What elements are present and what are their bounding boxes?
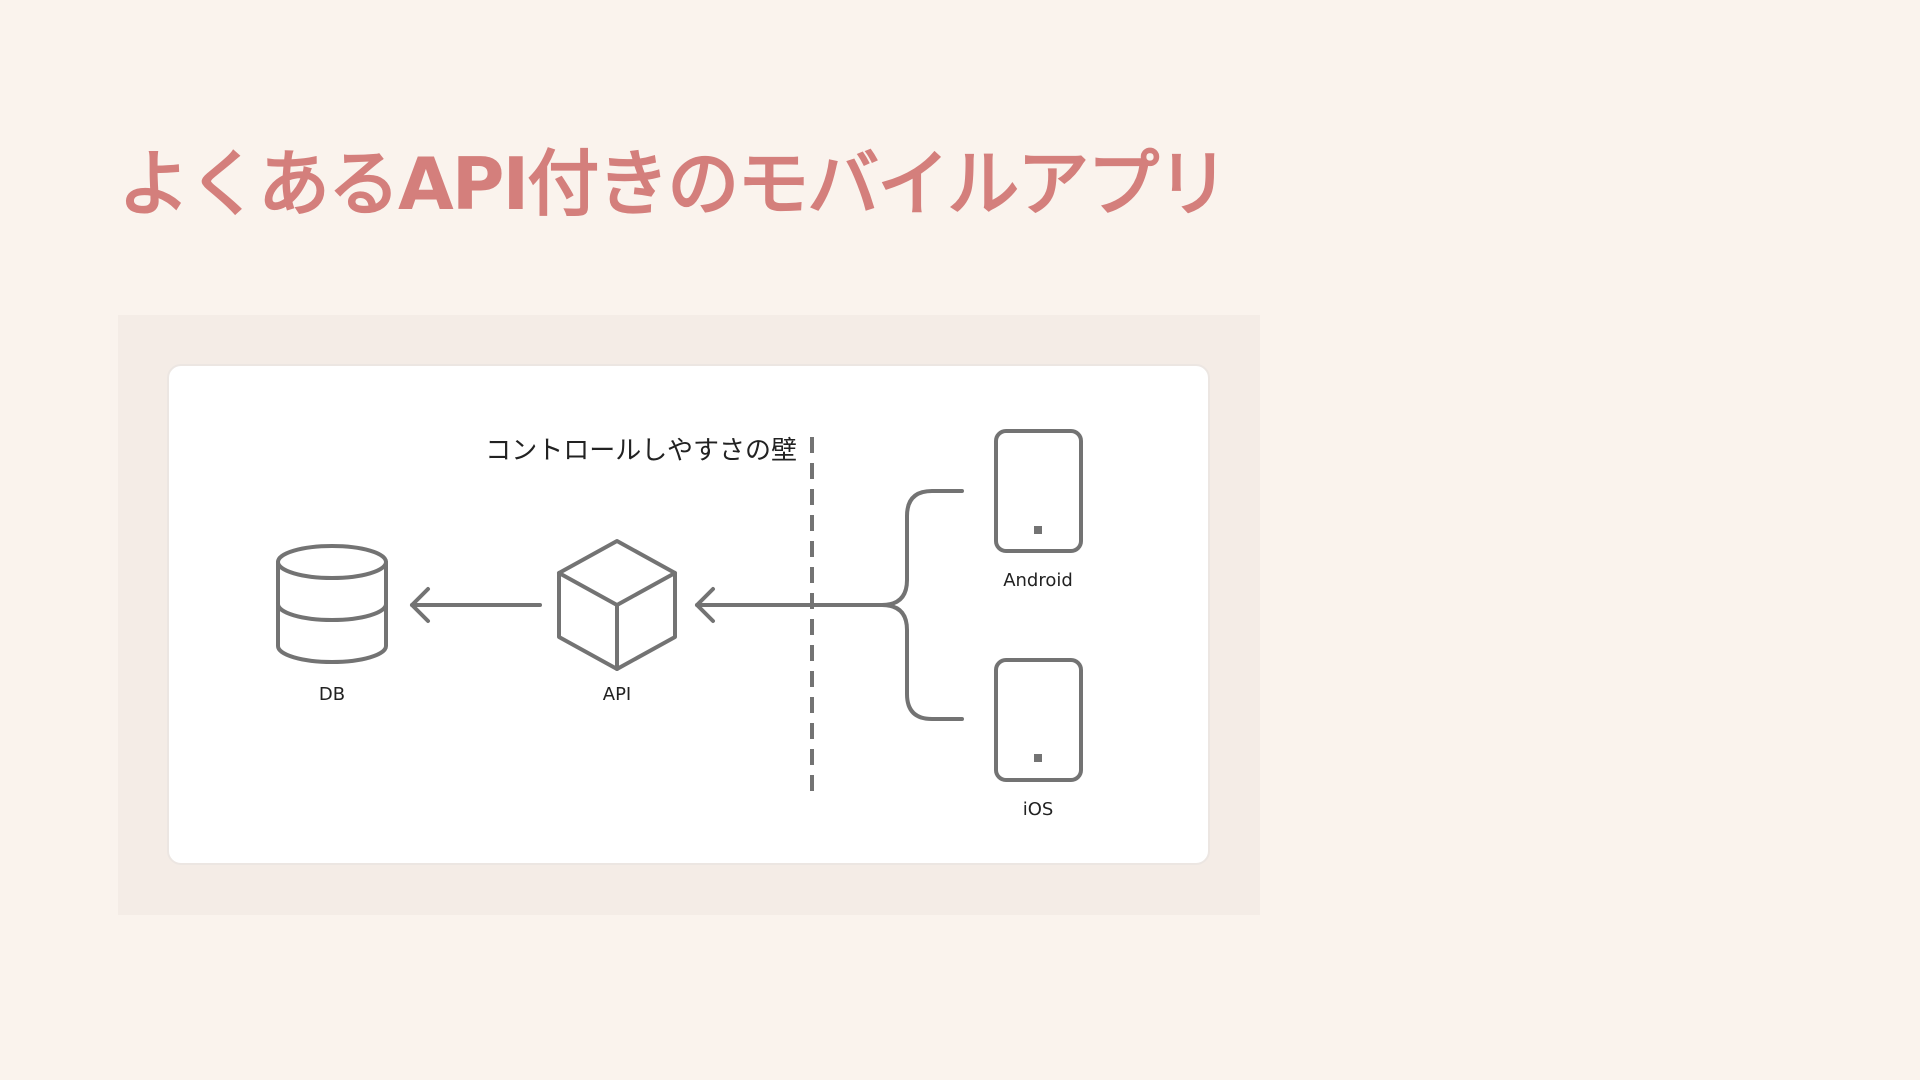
client-branch-connector — [695, 489, 964, 721]
android-phone-icon — [994, 429, 1083, 553]
api-label: API — [603, 684, 631, 705]
database-icon — [276, 544, 388, 664]
android-label: Android — [1003, 570, 1073, 591]
wall-label: コントロールしやすさの壁 — [485, 436, 797, 466]
arrow-api-to-db — [410, 587, 542, 623]
cube-icon — [557, 539, 677, 671]
slide-title: よくあるAPI付きのモバイルアプリ — [118, 142, 1229, 226]
db-label: DB — [319, 684, 345, 705]
ios-label: iOS — [1023, 799, 1054, 820]
ios-phone-icon — [994, 658, 1083, 782]
